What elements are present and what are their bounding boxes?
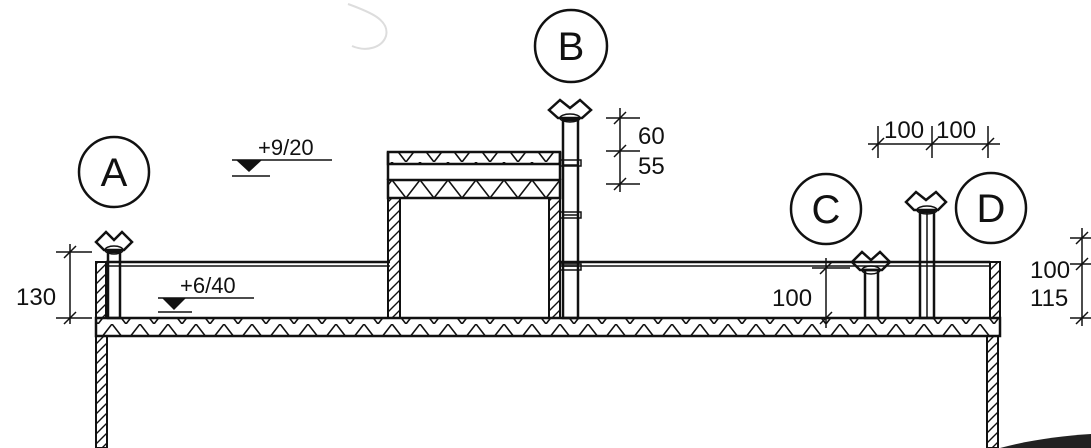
marker-d-label: D bbox=[977, 187, 1006, 231]
vent-b bbox=[547, 98, 593, 320]
roof-tower bbox=[386, 150, 562, 319]
marker-d: D bbox=[954, 171, 1028, 245]
vent-a bbox=[94, 230, 134, 320]
vent-d bbox=[904, 190, 948, 320]
parapets bbox=[95, 260, 1001, 319]
marker-b-label: B bbox=[558, 25, 585, 69]
dim-right-top-label: 100 bbox=[1030, 257, 1070, 284]
vent-c bbox=[850, 250, 892, 320]
level-upper-label: +9/20 bbox=[258, 135, 314, 160]
dim-cd-spacing-2-label: 100 bbox=[936, 117, 976, 144]
marker-c: C bbox=[789, 172, 863, 246]
dim-vent-b-bottom-label: 55 bbox=[638, 153, 665, 180]
marker-a-label: A bbox=[101, 151, 128, 195]
marker-a: A bbox=[77, 135, 151, 209]
dim-right-bottom-label: 115 bbox=[1030, 285, 1068, 312]
lower-walls bbox=[95, 335, 999, 448]
level-upper: +9/20 bbox=[232, 135, 332, 177]
dim-left-parapet: 130 bbox=[16, 244, 92, 325]
level-lower-label: +6/40 bbox=[180, 273, 236, 298]
roof-slab bbox=[94, 316, 1002, 338]
page-edge bbox=[1000, 434, 1091, 448]
dim-vent-c: 100 bbox=[772, 258, 850, 328]
level-lower: +6/40 bbox=[158, 273, 254, 313]
dim-cd-spacing-1-label: 100 bbox=[884, 117, 924, 144]
dim-right-side: 100 115 bbox=[1030, 228, 1091, 326]
dim-vent-b-top-label: 60 bbox=[638, 123, 665, 150]
marker-c-label: C bbox=[812, 188, 841, 232]
marker-b: B bbox=[533, 8, 609, 84]
dim-vent-c-label: 100 bbox=[772, 285, 812, 312]
dim-cd-spacing: 100 100 bbox=[868, 117, 1000, 158]
dim-vent-b: 60 55 bbox=[606, 108, 665, 192]
scan-artifact bbox=[347, 3, 388, 50]
dim-left-parapet-label: 130 bbox=[16, 284, 56, 311]
